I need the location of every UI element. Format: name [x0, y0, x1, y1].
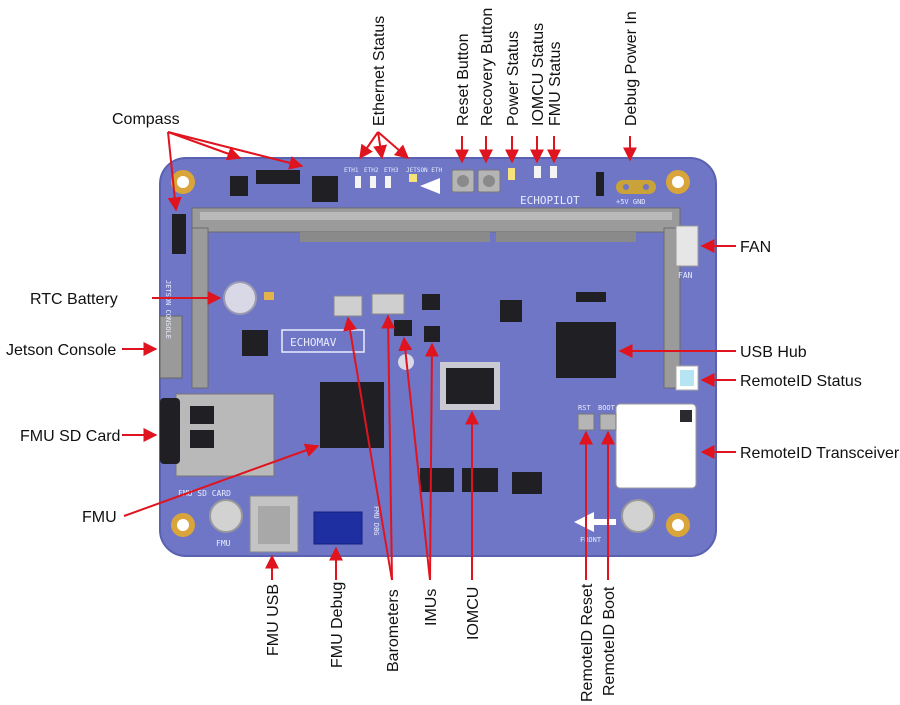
fmu-debug-connector [314, 512, 362, 544]
boot-silk: BOOT [598, 404, 616, 412]
iomcu-chip [440, 362, 500, 410]
echopilot-silk: ECHOPILOT [520, 194, 580, 207]
label-fmu-debug: FMU Debug [329, 582, 346, 668]
label-reset-button: Reset Button [455, 34, 472, 127]
front-silk: FRONT [580, 536, 602, 544]
jetson-console-silk: JETSON CONSOLE [164, 280, 172, 339]
debug-power-pins [616, 180, 656, 194]
fan-connector [676, 226, 698, 266]
label-fan: FAN [740, 239, 771, 256]
fmu-sd-card-slot [160, 394, 274, 476]
label-barometers: Barometers [385, 589, 402, 672]
eth-silk-4: JETSON ETH [406, 167, 443, 174]
pcb: ECHOPILOT FAN JETSON CONSOLE ECHOMAV [160, 158, 716, 556]
arrow-compass-1 [168, 132, 240, 158]
label-fmu: FMU [82, 509, 117, 526]
echomav-silk: ECHOMAV [290, 336, 337, 349]
usb-hub-chip [556, 322, 616, 378]
label-fmu-usb: FMU USB [265, 584, 282, 656]
iomcu-status-led [534, 166, 541, 178]
label-rtc-battery: RTC Battery [30, 291, 118, 308]
label-fmu-status: FMU Status [547, 42, 564, 126]
rtc-battery-part [224, 282, 256, 314]
compass-chip-2 [256, 170, 300, 184]
compass-chip-3 [172, 214, 186, 254]
compass-chip-1 [230, 176, 248, 196]
arrow-ethernet-1 [360, 132, 378, 158]
label-fmu-sd-card: FMU SD Card [20, 428, 120, 445]
eth-silk-2: ETH2 [364, 167, 379, 174]
label-remoteid-transceiver: RemoteID Transceiver [740, 445, 900, 462]
fmu-silk: FMU [216, 539, 231, 548]
label-recovery-button: Recovery Button [479, 8, 496, 126]
label-iomcu: IOMCU [465, 587, 482, 640]
label-jetson-console: Jetson Console [6, 342, 116, 359]
label-power-status: Power Status [505, 31, 522, 126]
chip-u22 [312, 176, 338, 202]
remoteid-reset-button-part [578, 414, 594, 430]
rst-silk: RST [578, 404, 591, 412]
eth-silk-1: ETH1 [344, 167, 359, 174]
label-compass: Compass [112, 111, 180, 128]
fmu-chip [320, 382, 384, 448]
fmu-dbg-silk: FMU DBG [372, 506, 380, 536]
fmu-status-led [550, 166, 557, 178]
remoteid-boot-button-part [600, 414, 616, 430]
label-remoteid-boot: RemoteID Boot [601, 586, 618, 696]
label-ethernet-status: Ethernet Status [371, 16, 388, 126]
label-remoteid-status: RemoteID Status [740, 373, 862, 390]
label-iomcu-status: IOMCU Status [530, 23, 547, 126]
label-imus: IMUs [423, 589, 440, 626]
label-usb-hub: USB Hub [740, 344, 807, 361]
power-status-led [508, 168, 515, 180]
eth-silk-3: ETH3 [384, 167, 399, 174]
debug-power-silk: +5V GND [616, 198, 646, 206]
label-debug-power-in: Debug Power In [623, 11, 640, 126]
fan-silk: FAN [678, 271, 693, 280]
arrow-ethernet-3 [378, 132, 408, 158]
label-remoteid-reset: RemoteID Reset [579, 583, 596, 702]
